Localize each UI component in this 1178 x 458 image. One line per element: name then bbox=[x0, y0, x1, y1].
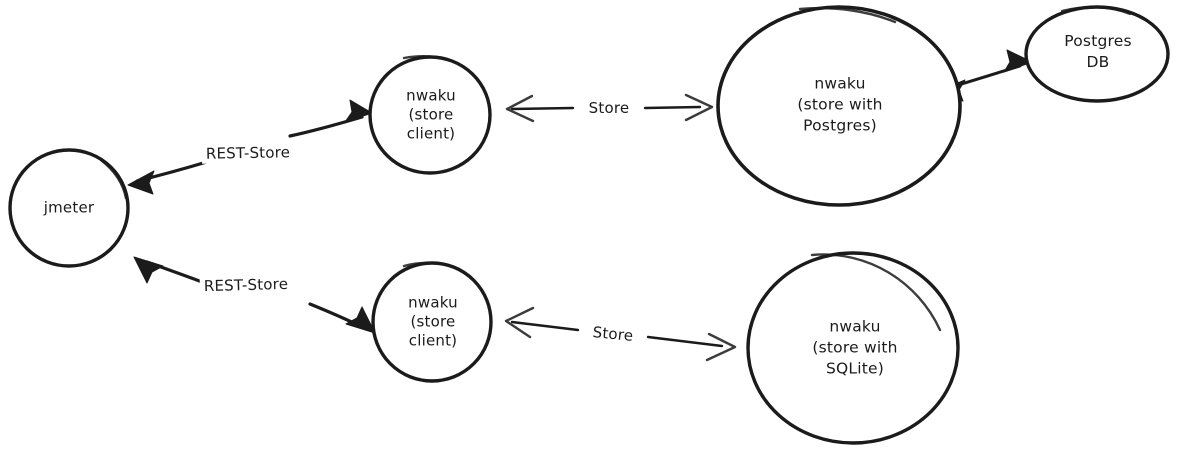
edge-rest-store-bottom bbox=[133, 256, 376, 334]
edge-postgres-link-arrowhead-right bbox=[1003, 49, 1033, 73]
edge-rest-store-top-arrowhead-left bbox=[127, 170, 155, 195]
edge-store-top-segment-right bbox=[643, 105, 702, 110]
node-nwaku-store-sqlite[interactable] bbox=[746, 251, 960, 445]
edge-store-bottom bbox=[504, 306, 737, 362]
node-nwaku-store-client-bottom-shape[interactable] bbox=[371, 261, 493, 383]
edge-store-bottom-arrowhead-left bbox=[504, 306, 535, 339]
edge-rest-store-top bbox=[127, 99, 373, 195]
node-nwaku-store-postgres-sketch-overstroke bbox=[798, 6, 897, 24]
node-jmeter-sketch-overstroke bbox=[99, 158, 128, 200]
node-nwaku-store-client-bottom[interactable] bbox=[371, 261, 493, 383]
edge-store-top bbox=[505, 93, 714, 123]
node-postgres-db-shape[interactable] bbox=[1024, 5, 1170, 103]
edge-store-top-arrowhead-right bbox=[684, 93, 714, 122]
node-postgres-db[interactable] bbox=[1024, 5, 1170, 103]
edge-rest-store-bottom-arrowhead-right bbox=[345, 306, 376, 334]
node-nwaku-store-sqlite-shape[interactable] bbox=[746, 251, 960, 445]
node-nwaku-store-client-top[interactable] bbox=[368, 55, 492, 175]
edge-rest-store-bottom-arrowhead-left bbox=[133, 256, 164, 284]
edge-rest-store-top-segment-left bbox=[135, 144, 258, 183]
node-jmeter-shape[interactable] bbox=[8, 148, 130, 268]
node-nwaku-store-client-top-shape[interactable] bbox=[368, 55, 492, 175]
node-nwaku-store-postgres[interactable] bbox=[716, 5, 962, 207]
node-nwaku-store-client-top-sketch-overstroke bbox=[402, 55, 451, 62]
node-postgres-db-sketch-overstroke bbox=[1060, 6, 1132, 16]
node-nwaku-store-sqlite-sketch-overstroke bbox=[810, 253, 942, 332]
edge-rest-store-top-arrowhead-right bbox=[344, 99, 373, 123]
node-nwaku-store-postgres-shape[interactable] bbox=[716, 5, 962, 207]
node-nwaku-store-client-bottom-sketch-overstroke bbox=[402, 261, 461, 271]
node-jmeter[interactable] bbox=[8, 148, 130, 268]
edge-store-bottom-arrowhead-right bbox=[705, 332, 737, 362]
edge-store-top-arrowhead-left bbox=[505, 94, 535, 123]
edge-store-bottom-segment-left bbox=[510, 320, 580, 332]
edge-store-top-segment-left bbox=[510, 106, 575, 111]
edge-store-bottom-segment-right bbox=[646, 335, 724, 348]
